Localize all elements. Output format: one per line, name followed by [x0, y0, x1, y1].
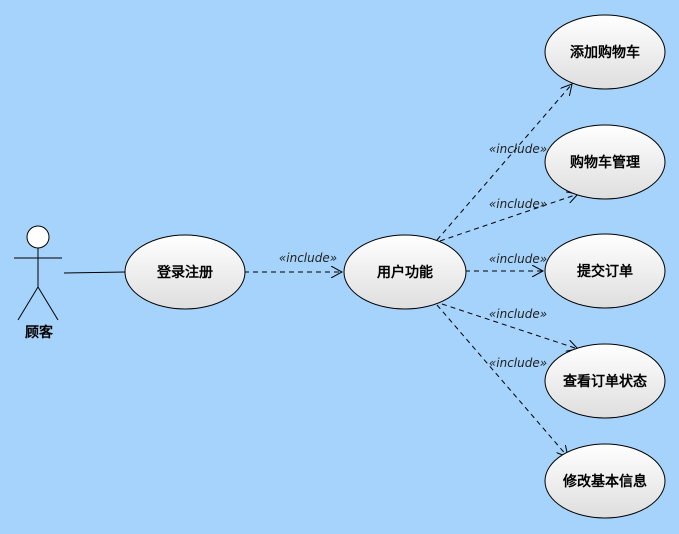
include-label-view-status: «include»	[489, 307, 547, 321]
use-case-add-cart[interactable]: 添加购物车	[544, 14, 666, 90]
use-case-label: 查看订单状态	[563, 373, 647, 390]
association-line	[63, 271, 127, 274]
actor-left-leg	[17, 286, 39, 321]
use-case-label: 登录注册	[156, 264, 213, 281]
use-case-cart-manage[interactable]: 购物车管理	[544, 124, 666, 200]
include-edge-edit-info	[436, 304, 568, 457]
include-edge-cart-manage	[439, 194, 578, 242]
actor-head	[26, 225, 50, 249]
include-edge-view-status	[441, 303, 578, 349]
include-label-cart-manage: «include»	[489, 142, 547, 156]
include-label-cart-manage-lower: «include»	[489, 197, 547, 211]
include-label-submit-order: «include»	[489, 252, 547, 266]
use-case-ellipse	[544, 343, 666, 419]
include-label-login-user: «include»	[279, 251, 337, 265]
use-case-edit-info[interactable]: 修改基本信息	[544, 443, 666, 519]
use-case-view-order-status[interactable]: 查看订单状态	[544, 343, 666, 419]
use-case-login[interactable]: 登录注册	[124, 234, 246, 310]
use-case-label: 修改基本信息	[562, 473, 647, 490]
use-case-ellipse	[544, 124, 666, 200]
use-case-label: 购物车管理	[570, 154, 640, 171]
include-edge-add-cart	[436, 84, 572, 241]
use-case-ellipse	[544, 233, 666, 309]
use-case-label: 用户功能	[377, 264, 433, 281]
use-case-ellipse	[544, 14, 666, 90]
use-case-label: 提交订单	[577, 263, 633, 280]
use-case-ellipse	[343, 234, 467, 310]
actor-customer[interactable]: 顾客	[14, 225, 62, 341]
use-case-ellipse	[124, 234, 246, 310]
use-case-label: 添加购物车	[570, 44, 640, 61]
use-case-user-functions[interactable]: 用户功能	[343, 234, 467, 310]
use-case-ellipse	[544, 443, 666, 519]
include-label-view-status-lower: «include»	[489, 356, 547, 370]
actor-right-leg	[37, 286, 59, 321]
use-case-submit-order[interactable]: 提交订单	[544, 233, 666, 309]
actor-name: 顾客	[25, 324, 54, 341]
